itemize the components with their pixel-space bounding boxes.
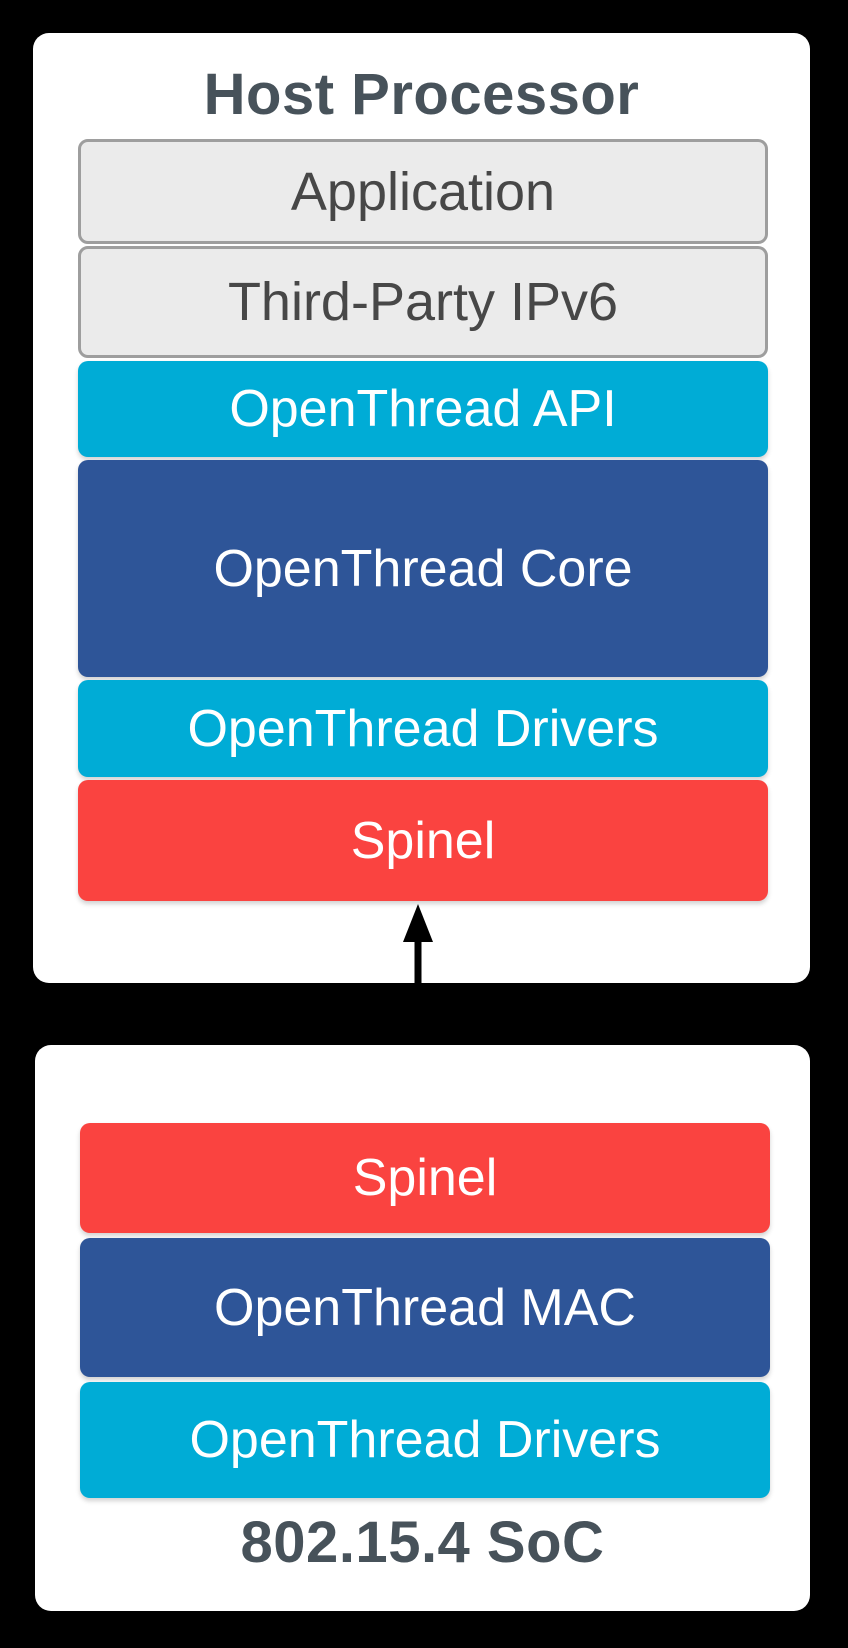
layer-third-party-ipv6: Third-Party IPv6 [78, 246, 768, 358]
layer-openthread-drivers-host: OpenThread Drivers [78, 680, 768, 777]
layer-spinel-soc-label: Spinel [352, 1149, 498, 1207]
layer-application: Application [78, 139, 768, 244]
soc-caption: 802.15.4 SoC [240, 1510, 605, 1575]
layer-openthread-mac-label: OpenThread MAC [214, 1278, 636, 1337]
layer-openthread-api: OpenThread API [78, 361, 768, 457]
layer-openthread-drivers-host-label: OpenThread Drivers [187, 699, 659, 758]
layer-openthread-mac: OpenThread MAC [80, 1238, 770, 1377]
layer-openthread-core-label: OpenThread Core [213, 539, 633, 598]
layer-openthread-api-label: OpenThread API [229, 380, 617, 438]
layer-third-party-ipv6-label: Third-Party IPv6 [227, 272, 619, 332]
soc-panel: Spinel OpenThread MAC OpenThread Drivers… [35, 1045, 810, 1611]
layer-spinel-soc: Spinel [80, 1123, 770, 1233]
host-processor-panel: Host Processor Application Third-Party I… [33, 33, 810, 983]
layer-application-label: Application [290, 161, 556, 222]
layer-openthread-drivers-soc-label: OpenThread Drivers [189, 1411, 661, 1469]
host-processor-title: Host Processor [203, 62, 640, 127]
layer-spinel-host-label: Spinel [350, 811, 496, 870]
layer-openthread-core: OpenThread Core [78, 460, 768, 677]
layer-openthread-drivers-soc: OpenThread Drivers [80, 1382, 770, 1498]
layer-spinel-host: Spinel [78, 780, 768, 901]
